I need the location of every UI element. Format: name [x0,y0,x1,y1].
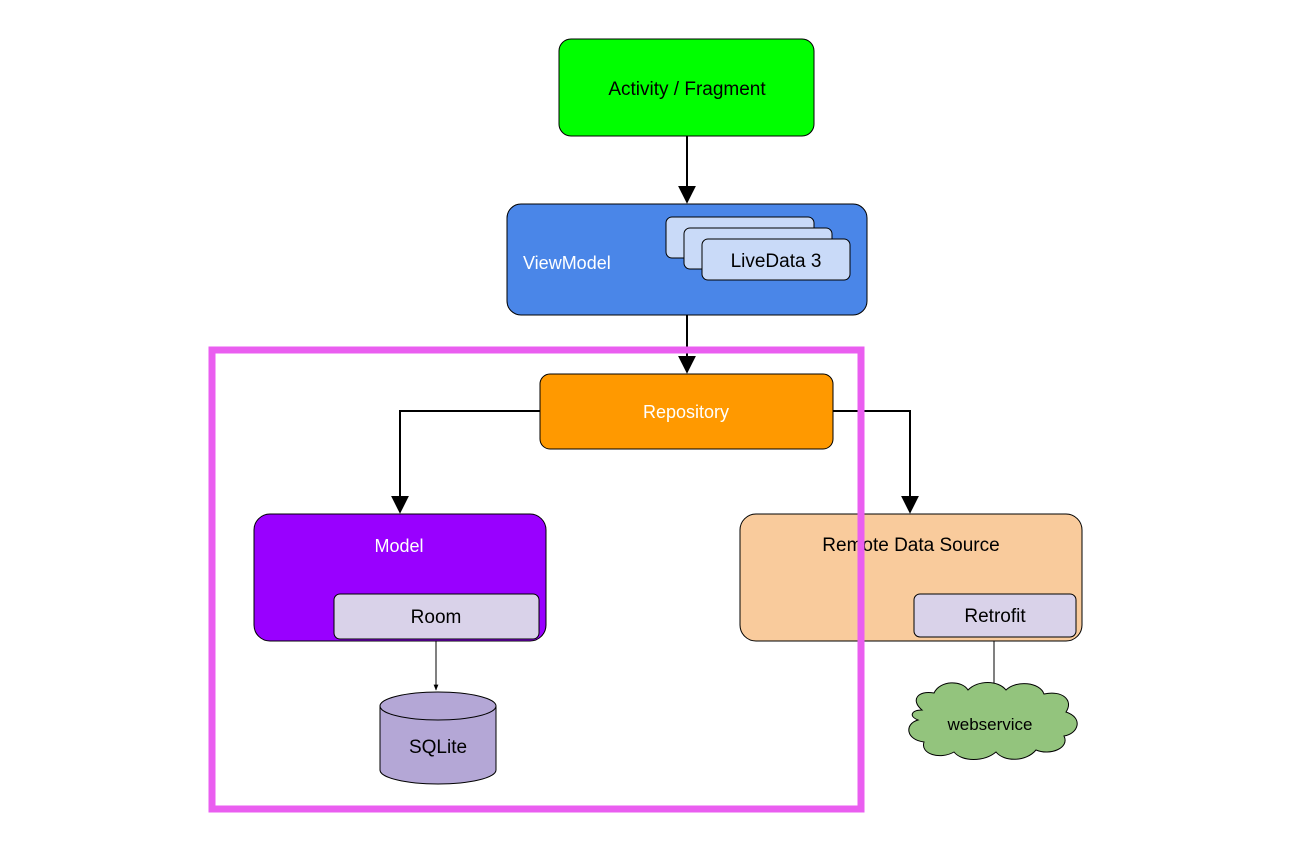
viewmodel-node: ViewModel LiveData 3 [506,203,868,316]
viewmodel-label: ViewModel [523,253,611,273]
activity-fragment-label: Activity / Fragment [608,79,766,100]
webservice-cloud-node: webservice [908,682,1078,760]
webservice-label: webservice [946,715,1032,734]
sqlite-cylinder-top [379,691,497,721]
livedata-card-front [701,238,851,281]
arrow-repository-to-model [391,410,540,514]
room-label: Room [411,607,462,628]
remote-data-source-node: Remote Data Source Retrofit [739,513,1083,642]
sqlite-database-node: SQLite [379,691,497,785]
model-label: Model [374,536,423,556]
activity-fragment-box [558,38,815,137]
highlight-frame [208,346,865,813]
repository-box [539,373,834,450]
model-node: Model Room [253,513,547,642]
sqlite-label: SQLite [409,737,467,758]
room-box [333,593,540,640]
retrofit-box [913,593,1077,638]
livedata-label: LiveData 3 [731,251,822,272]
repository-node: Repository [539,373,834,450]
repository-label: Repository [643,402,729,422]
sqlite-cylinder-body [379,705,497,785]
remote-data-source-label: Remote Data Source [822,535,999,556]
webservice-cloud-shape [908,682,1078,760]
activity-fragment-node: Activity / Fragment [558,38,815,137]
arrow-repository-to-remote [833,410,919,514]
retrofit-label: Retrofit [964,606,1026,627]
